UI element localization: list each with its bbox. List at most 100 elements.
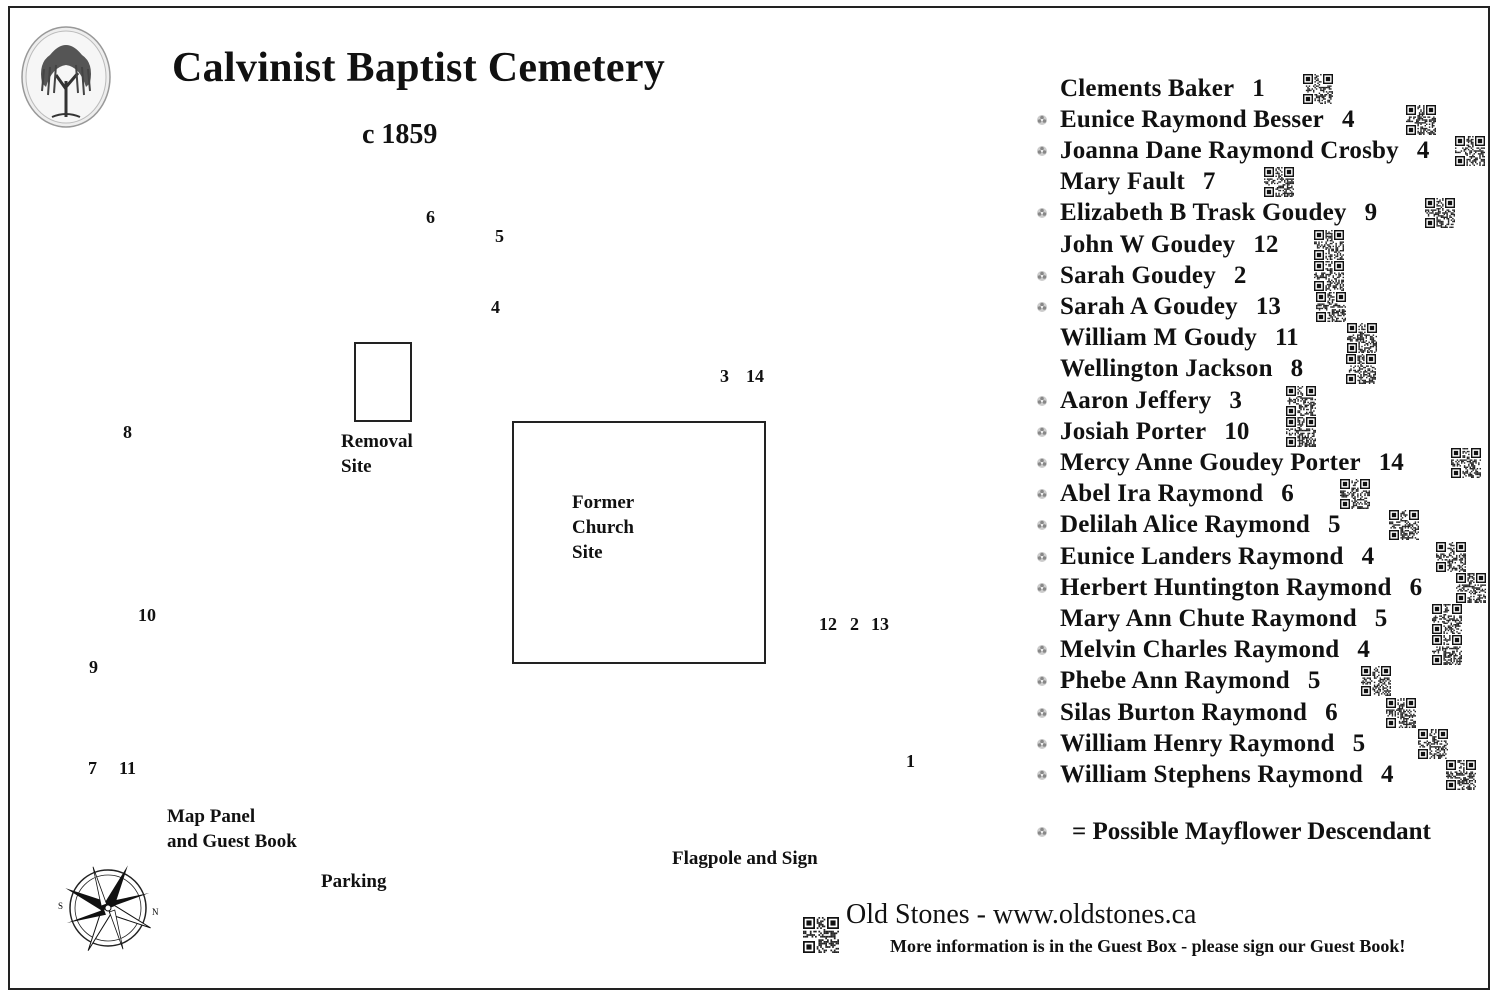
qr-code-icon[interactable] — [1303, 73, 1333, 104]
burial-name: Sarah A Goudey — [1060, 292, 1238, 320]
burial-plot-number: 5 — [1307, 667, 1321, 695]
burial-name: Melvin Charles Raymond — [1060, 636, 1340, 664]
burial-plot-number: 10 — [1224, 417, 1250, 445]
qr-code-icon[interactable] — [1425, 198, 1455, 229]
mayflower-flower-icon — [1037, 145, 1047, 156]
qr-code-icon[interactable] — [1456, 572, 1486, 603]
burial-entry: Joanna Dane Raymond Crosby 4 — [1036, 135, 1429, 166]
qr-code-icon[interactable] — [1286, 385, 1316, 416]
burial-plot-number: 7 — [1202, 168, 1216, 196]
burial-plot-number: 3 — [1229, 386, 1242, 414]
burial-name: Joanna Dane Raymond Crosby — [1060, 136, 1399, 164]
burial-plot-number: 5 — [1374, 604, 1388, 632]
qr-code-icon[interactable] — [1347, 323, 1377, 354]
mayflower-flower-icon — [1037, 301, 1047, 312]
grave-number: 7 — [88, 758, 97, 778]
mayflower-flower-icon — [1037, 645, 1047, 656]
burial-name: Abel Ira Raymond — [1060, 480, 1264, 508]
burial-name: Delilah Alice Raymond — [1060, 511, 1311, 539]
church-site-label: Former Church Site — [572, 492, 635, 563]
qr-code-icon[interactable] — [1346, 354, 1376, 385]
qr-code-icon[interactable] — [803, 917, 839, 953]
burial-name: William M Goudy — [1060, 324, 1258, 352]
mayflower-flower-icon — [1037, 270, 1047, 281]
qr-code-icon[interactable] — [1451, 447, 1481, 478]
willow-tree-icon — [21, 26, 111, 128]
qr-code-icon[interactable] — [1361, 666, 1391, 697]
mayflower-flower-icon — [1037, 738, 1047, 749]
qr-code-icon[interactable] — [1432, 635, 1462, 666]
burial-plot-number: 2 — [1233, 261, 1247, 289]
mayflower-flower-icon — [1037, 114, 1047, 125]
mayflower-flower-icon — [1037, 489, 1047, 500]
guest-book-note: More information is in the Guest Box - p… — [890, 936, 1406, 956]
qr-code-icon[interactable] — [1386, 697, 1416, 728]
burial-plot-number: 5 — [1328, 511, 1341, 539]
grave-number: 10 — [138, 605, 156, 625]
burial-name: Wellington Jackson — [1060, 355, 1273, 383]
legend-text: = Possible Mayflower Descendant — [1072, 818, 1431, 845]
burial-plot-number: 9 — [1364, 199, 1378, 227]
burial-name: Clements Baker — [1060, 74, 1235, 102]
qr-code-icon[interactable] — [1314, 229, 1344, 260]
burial-plot-number: 6 — [1325, 698, 1338, 726]
qr-code-icon[interactable] — [1406, 104, 1436, 135]
mayflower-flower-icon — [1037, 582, 1047, 593]
grave-number: 8 — [123, 422, 132, 442]
grave-number: 11 — [119, 758, 137, 778]
burial-plot-number: 1 — [1252, 74, 1265, 102]
burial-plot-number: 4 — [1416, 136, 1430, 164]
mayflower-flower-icon — [1037, 707, 1047, 718]
burial-entry: Delilah Alice Raymond 5 — [1036, 510, 1341, 541]
qr-code-icon[interactable] — [1418, 728, 1448, 759]
compass-label-s: S — [58, 901, 63, 911]
burial-name: Mercy Anne Goudey Porter — [1060, 448, 1361, 476]
burial-plot-number: 4 — [1341, 105, 1355, 133]
qr-code-icon[interactable] — [1286, 416, 1316, 447]
burial-plot-number: 13 — [1255, 292, 1281, 320]
website-link[interactable]: Old Stones - www.oldstones.ca — [846, 899, 1197, 930]
grave-number: 1 — [906, 751, 915, 771]
grave-number: 13 — [871, 614, 889, 634]
qr-code-icon[interactable] — [1389, 510, 1419, 541]
qr-code-icon[interactable] — [1316, 291, 1346, 322]
qr-code-icon[interactable] — [1446, 759, 1476, 790]
map-date: c 1859 — [362, 119, 438, 150]
mayflower-flower-icon — [1037, 551, 1047, 562]
qr-code-icon[interactable] — [1432, 603, 1462, 634]
qr-code-icon[interactable] — [1436, 541, 1466, 572]
mayflower-flower-icon — [1037, 827, 1047, 837]
burial-entry: Clements Baker 1 — [1036, 73, 1265, 104]
grave-number: 12 — [819, 614, 837, 634]
flagpole-label: Flagpole and Sign — [672, 848, 818, 869]
qr-code-icon[interactable] — [1455, 135, 1485, 166]
burial-name: Elizabeth B Trask Goudey — [1060, 199, 1347, 227]
legend: = Possible Mayflower Descendant — [1036, 818, 1431, 846]
compass-rose-icon: N S — [58, 865, 159, 951]
qr-code-icon[interactable] — [1264, 167, 1294, 198]
grave-number: 9 — [89, 657, 98, 677]
parking-label: Parking — [321, 871, 387, 892]
grave-number: 3 — [720, 366, 729, 386]
burial-name: Mary Ann Chute Raymond — [1060, 604, 1357, 632]
qr-code-icon[interactable] — [1314, 260, 1344, 291]
burial-plot-number: 5 — [1352, 729, 1366, 757]
mayflower-flower-icon — [1037, 426, 1047, 437]
map-title: Calvinist Baptist Cemetery — [172, 45, 666, 91]
burial-name: Eunice Landers Raymond — [1060, 542, 1344, 570]
mayflower-flower-icon — [1037, 208, 1047, 219]
qr-code-icon[interactable] — [1340, 479, 1370, 510]
grave-number: 14 — [746, 366, 764, 386]
mayflower-flower-icon — [1037, 520, 1047, 531]
